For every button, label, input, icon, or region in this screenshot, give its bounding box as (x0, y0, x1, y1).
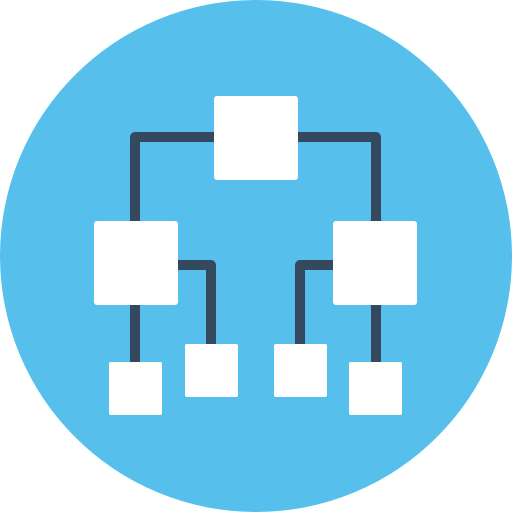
leaf-node-1 (109, 362, 162, 415)
connector-root-to-right (292, 132, 381, 227)
connector-right-to-leaf-3 (295, 260, 339, 349)
root-node (214, 96, 298, 180)
leaf-node-4 (349, 362, 402, 415)
right-node (333, 221, 417, 305)
leaf-node-3 (274, 344, 327, 397)
left-node (94, 221, 178, 305)
connector-left-to-leaf-2 (173, 260, 216, 349)
leaf-node-2 (185, 344, 238, 397)
connector-root-to-left (130, 132, 220, 227)
